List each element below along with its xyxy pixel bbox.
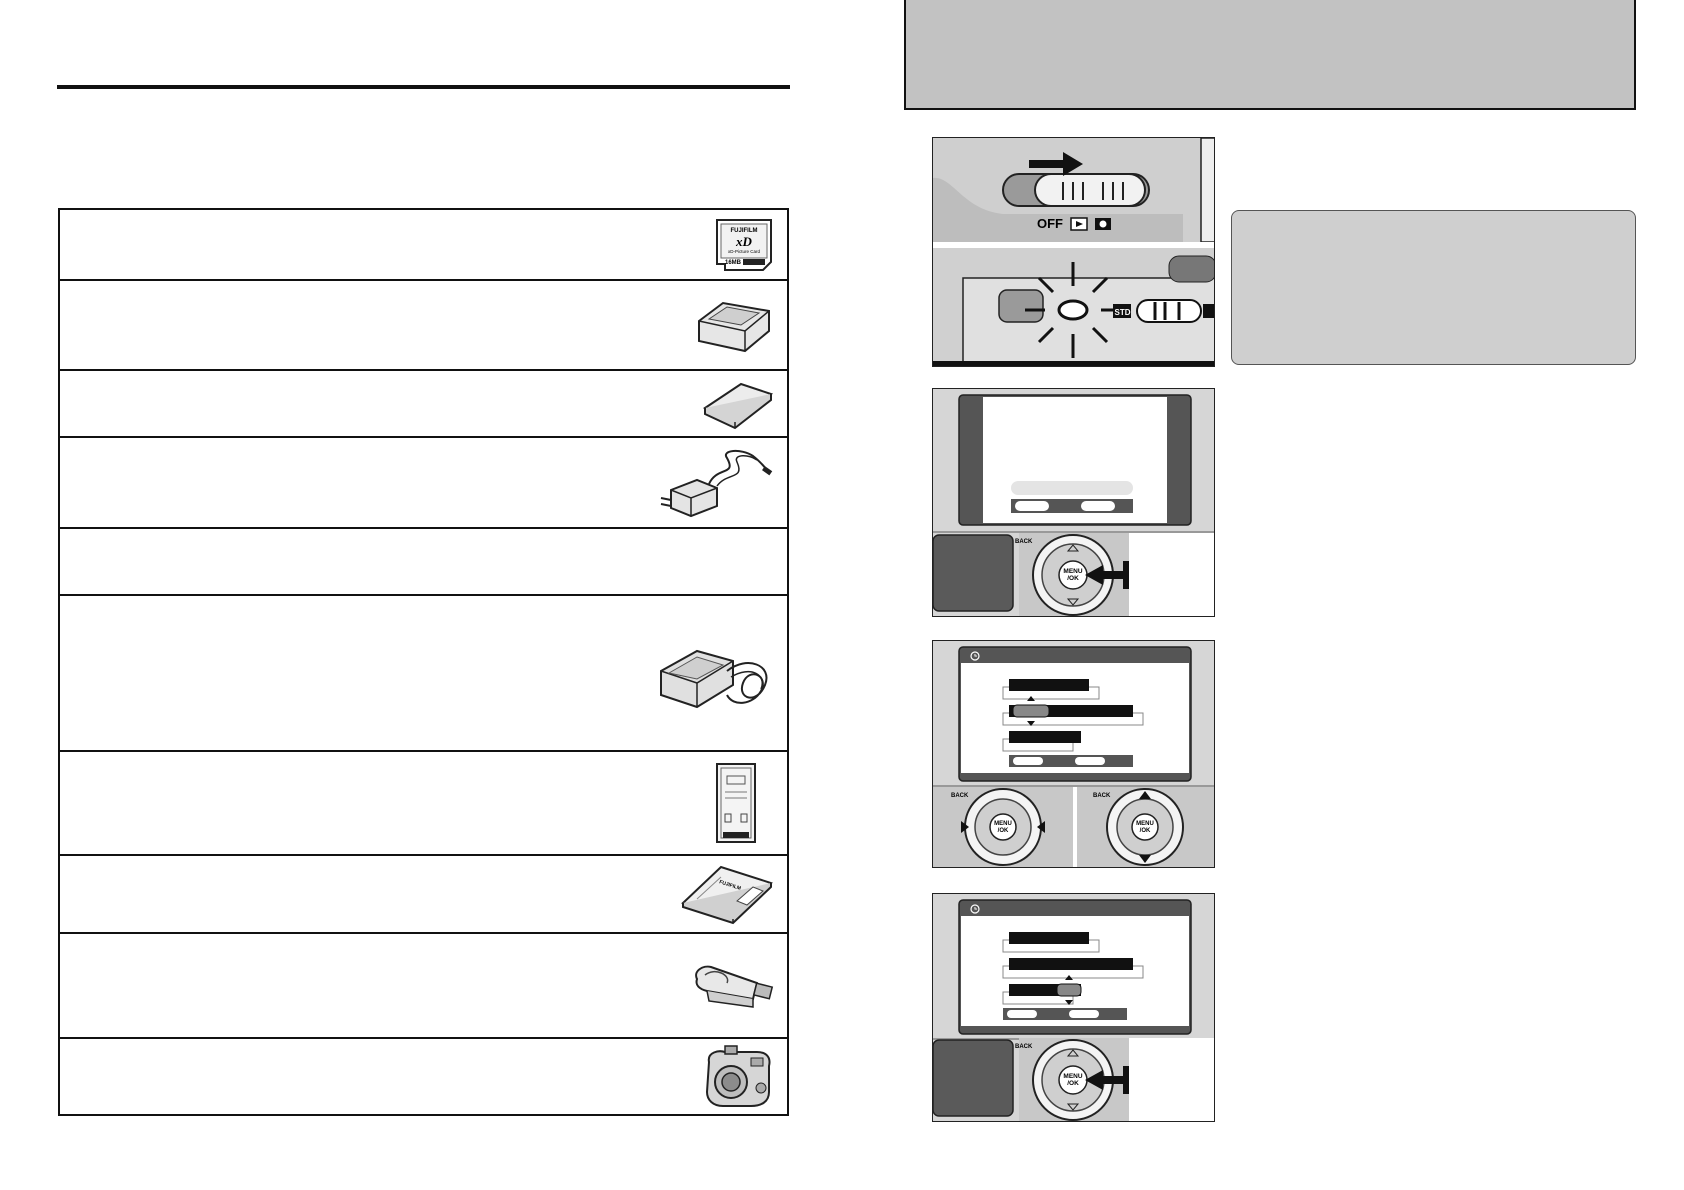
section-header-box [904,0,1636,110]
table-row: FUJIFILM [60,856,787,934]
waterproof-case-icon [701,1044,775,1110]
back-label: BACK [951,793,969,799]
table-row [60,281,787,371]
table-row [60,1039,787,1114]
picture-cradle-icon [657,635,775,711]
figure-menu-press: BACK MENU /OK [932,388,1215,617]
press-arrow-icon [1085,561,1129,589]
table-row [60,752,787,856]
clock-icon [970,651,980,661]
switch-off-label: OFF [1037,216,1063,231]
section-rule [57,85,790,89]
menu-label: MENU [1063,1073,1082,1080]
ac-adapter-icon [657,446,775,520]
up-arrow-icon [1139,791,1151,799]
battery-charger-icon [693,295,775,355]
table-row [60,438,787,529]
compactflash-adapter-icon: FUJIFILM [679,863,775,925]
note-box [1231,210,1636,365]
menu-label: MENU [1063,568,1082,575]
figure-date-setup: BACK MENU /OK BACK MENU /OK [932,640,1215,868]
pc-card-adapter-icon [713,762,759,844]
menu-ok-button [1131,813,1159,841]
table-row: FUJIFILM xD xD-Picture Card 16MB [60,210,787,281]
table-row [60,529,787,596]
back-label: BACK [1015,1044,1033,1050]
back-label: BACK [1093,793,1111,799]
menu-label: MENU [1136,821,1154,827]
left-arrow-icon [961,821,969,833]
menu-label: MENU [994,821,1012,827]
table-row [60,934,787,1039]
right-arrow-icon [1037,821,1045,833]
ok-label: /OK [1067,1080,1079,1087]
ok-label: /OK [1140,828,1151,834]
clock-icon [970,904,980,914]
xd-card-icon: FUJIFILM xD xD-Picture Card 16MB [713,218,775,272]
table-row [60,596,787,752]
figure-power-switch: OFF STD [932,137,1215,367]
ok-label: /OK [998,828,1009,834]
card-line: xD-Picture Card [728,249,761,254]
card-logo: xD [735,234,753,249]
battery-pack-icon [701,378,775,430]
table-row [60,371,787,438]
card-brand: FUJIFILM [731,228,758,234]
card-size: 16MB [725,260,742,266]
figure-confirm: BACK MENU /OK [932,893,1215,1122]
press-arrow-icon [1085,1066,1129,1094]
menu-ok-button [989,813,1017,841]
accessories-table: FUJIFILM xD xD-Picture Card 16MB [58,208,789,1116]
down-arrow-icon [1139,855,1151,863]
usb-card-reader-icon [691,961,775,1011]
ok-label: /OK [1067,575,1079,582]
std-label: STD [1115,308,1131,317]
back-label: BACK [1015,539,1033,545]
